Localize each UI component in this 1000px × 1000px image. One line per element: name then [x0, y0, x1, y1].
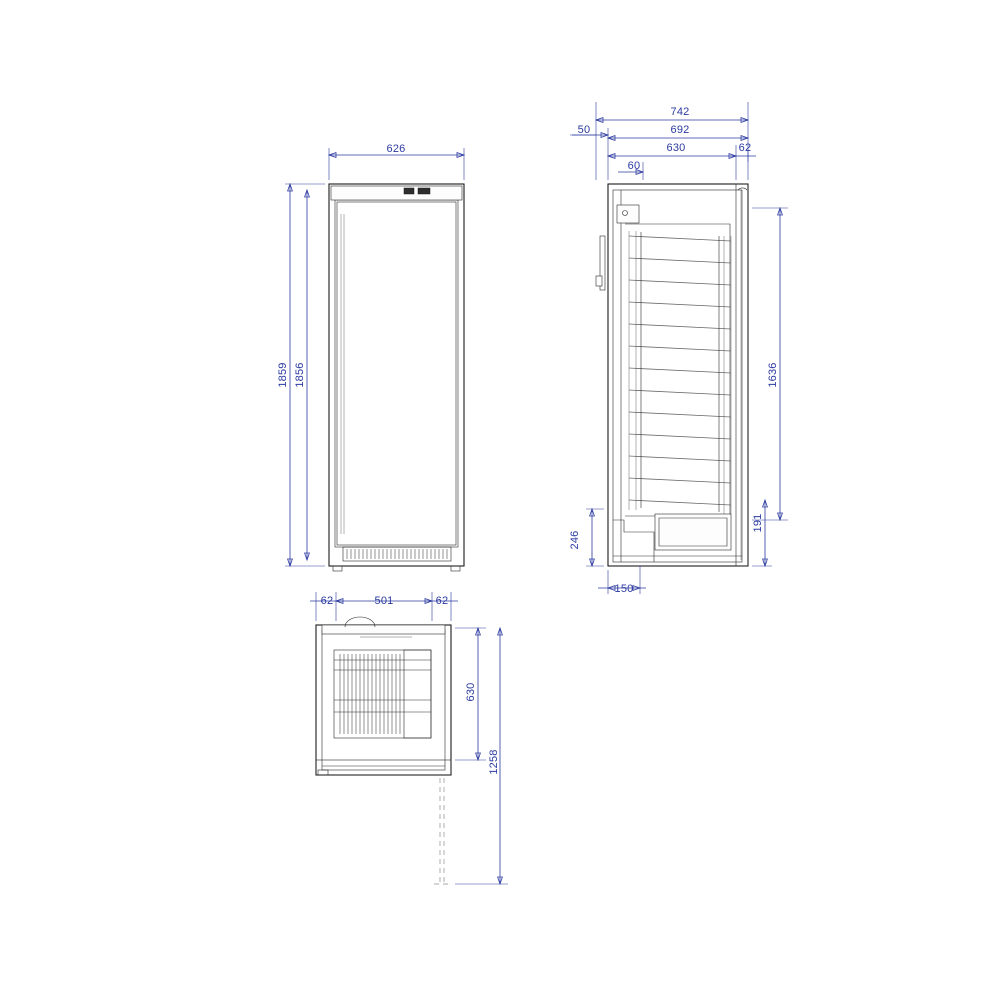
dimension-side-cabinet-depth: 630	[667, 142, 686, 154]
dimension-top-left-offset: 62	[321, 595, 334, 607]
dimension-top-right-offset: 62	[436, 595, 449, 607]
dimension-front-height-inner: 1856	[294, 362, 306, 387]
side-view-dimensions	[570, 102, 788, 594]
front-view-dimensions	[285, 148, 466, 568]
dimension-front-height-outer: 1859	[277, 362, 289, 387]
dimension-side-compressor-depth: 150	[615, 583, 634, 595]
dimension-side-body-depth: 692	[671, 124, 690, 136]
dimension-front-width: 626	[387, 143, 406, 155]
top-view-geometry	[315, 616, 452, 885]
dimension-top-depth-body: 630	[465, 683, 477, 702]
dimension-side-total-depth: 742	[671, 106, 690, 118]
dimension-side-door-thickness: 62	[739, 142, 752, 154]
dimension-side-door-open-offset: 50	[578, 124, 591, 136]
dimension-side-base-height: 191	[752, 514, 764, 533]
dimension-side-control-offset: 60	[628, 160, 641, 172]
dimension-top-depth-door-open: 1258	[488, 749, 500, 774]
dimension-side-interior-height: 1636	[767, 362, 779, 387]
side-view-geometry	[595, 183, 749, 567]
front-view-geometry	[328, 183, 465, 572]
top-view-dimensions	[310, 592, 508, 886]
dimension-top-inner-width: 501	[375, 595, 394, 607]
dimension-side-compressor-height: 246	[569, 531, 581, 550]
